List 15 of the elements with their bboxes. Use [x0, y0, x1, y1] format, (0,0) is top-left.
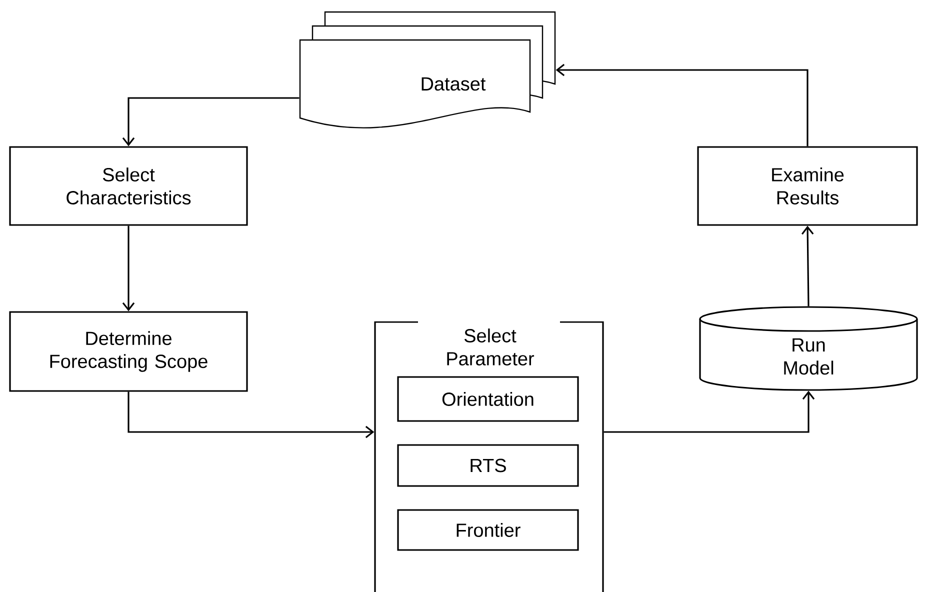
process-box: Examine Results: [697, 146, 918, 226]
arrow: [556, 64, 808, 146]
node-label: Run Model: [784, 338, 834, 375]
arrow: [128, 392, 374, 438]
arrow: [604, 390, 815, 433]
database-cylinder: Run Model: [699, 306, 918, 391]
arrow: [801, 226, 814, 306]
process-box: Determine Forecasting Scope: [9, 311, 248, 392]
group-heading: Select Parameter: [447, 328, 534, 366]
process-box: Select Characteristics: [9, 146, 248, 226]
process-box: Frontier: [397, 509, 579, 551]
process-box: RTS: [397, 444, 579, 487]
arrow: [122, 226, 135, 312]
process-box: Orientation: [397, 376, 579, 422]
arrow: [122, 97, 300, 146]
